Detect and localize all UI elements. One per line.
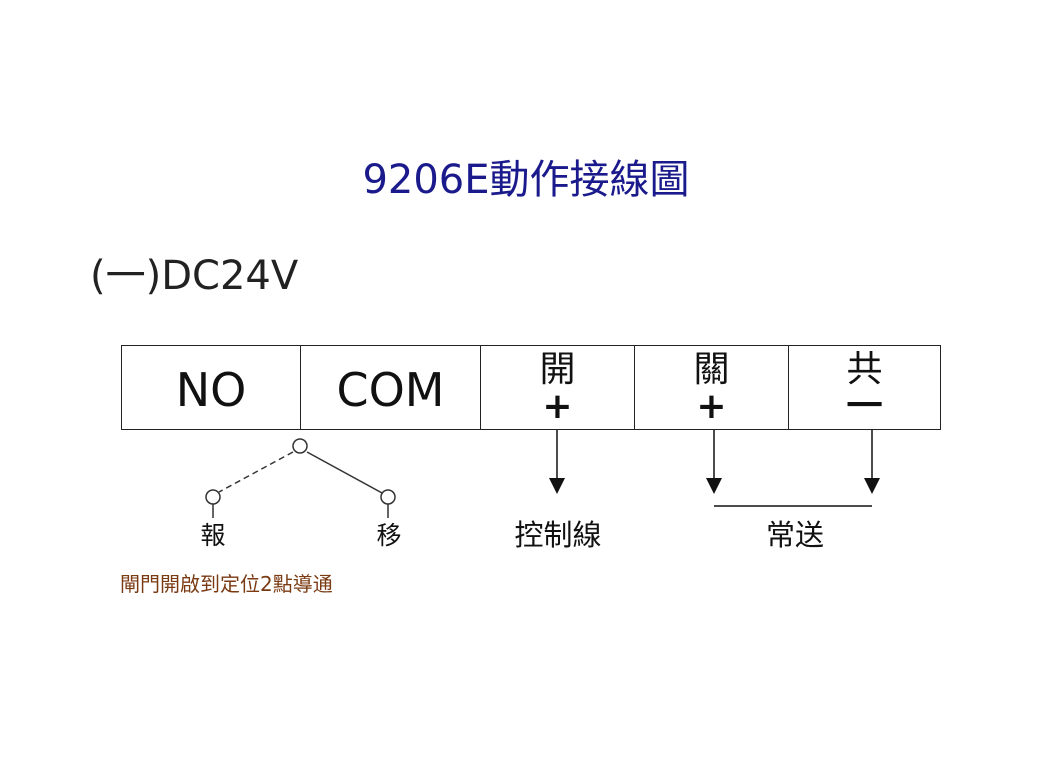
terminal-common-label: 共 [846, 349, 883, 390]
wiring-note: 閘門開啟到定位2點導通 [120, 572, 333, 596]
terminal-open: 開 + [481, 346, 635, 429]
close-arrowhead [706, 478, 722, 494]
switch-contact-move [380, 489, 396, 505]
terminal-common-polarity: 一 [846, 386, 883, 427]
report-label: 報 [200, 521, 226, 550]
terminal-com: COM [301, 346, 481, 429]
terminal-close-polarity: + [696, 386, 727, 427]
switch-contact-report [205, 489, 221, 505]
terminal-close-label: 關 [693, 349, 730, 390]
diagram-title: 9206E動作接線圖 [362, 157, 690, 203]
terminal-close: 關 + [635, 346, 789, 429]
section-label: (一)DC24V [90, 253, 299, 299]
open-arrowhead [549, 478, 565, 494]
terminal-open-polarity: + [542, 386, 573, 427]
control-line-label: 控制線 [514, 518, 602, 552]
common-arrowhead [864, 478, 880, 494]
terminal-open-label: 開 [539, 349, 576, 390]
switch-pivot-contact [292, 438, 308, 454]
terminal-com-label: COM [336, 363, 445, 417]
constant-feed-label: 常送 [765, 518, 824, 552]
terminal-common: 共 一 [789, 346, 940, 429]
terminal-no: NO [122, 346, 301, 429]
terminal-strip: NO COM 開 + 關 + 共 一 [121, 345, 941, 430]
terminal-no-label: NO [175, 363, 247, 417]
move-label: 移 [376, 521, 402, 550]
switch-solid-arm [306, 451, 383, 494]
switch-dashed-arm [218, 451, 294, 493]
